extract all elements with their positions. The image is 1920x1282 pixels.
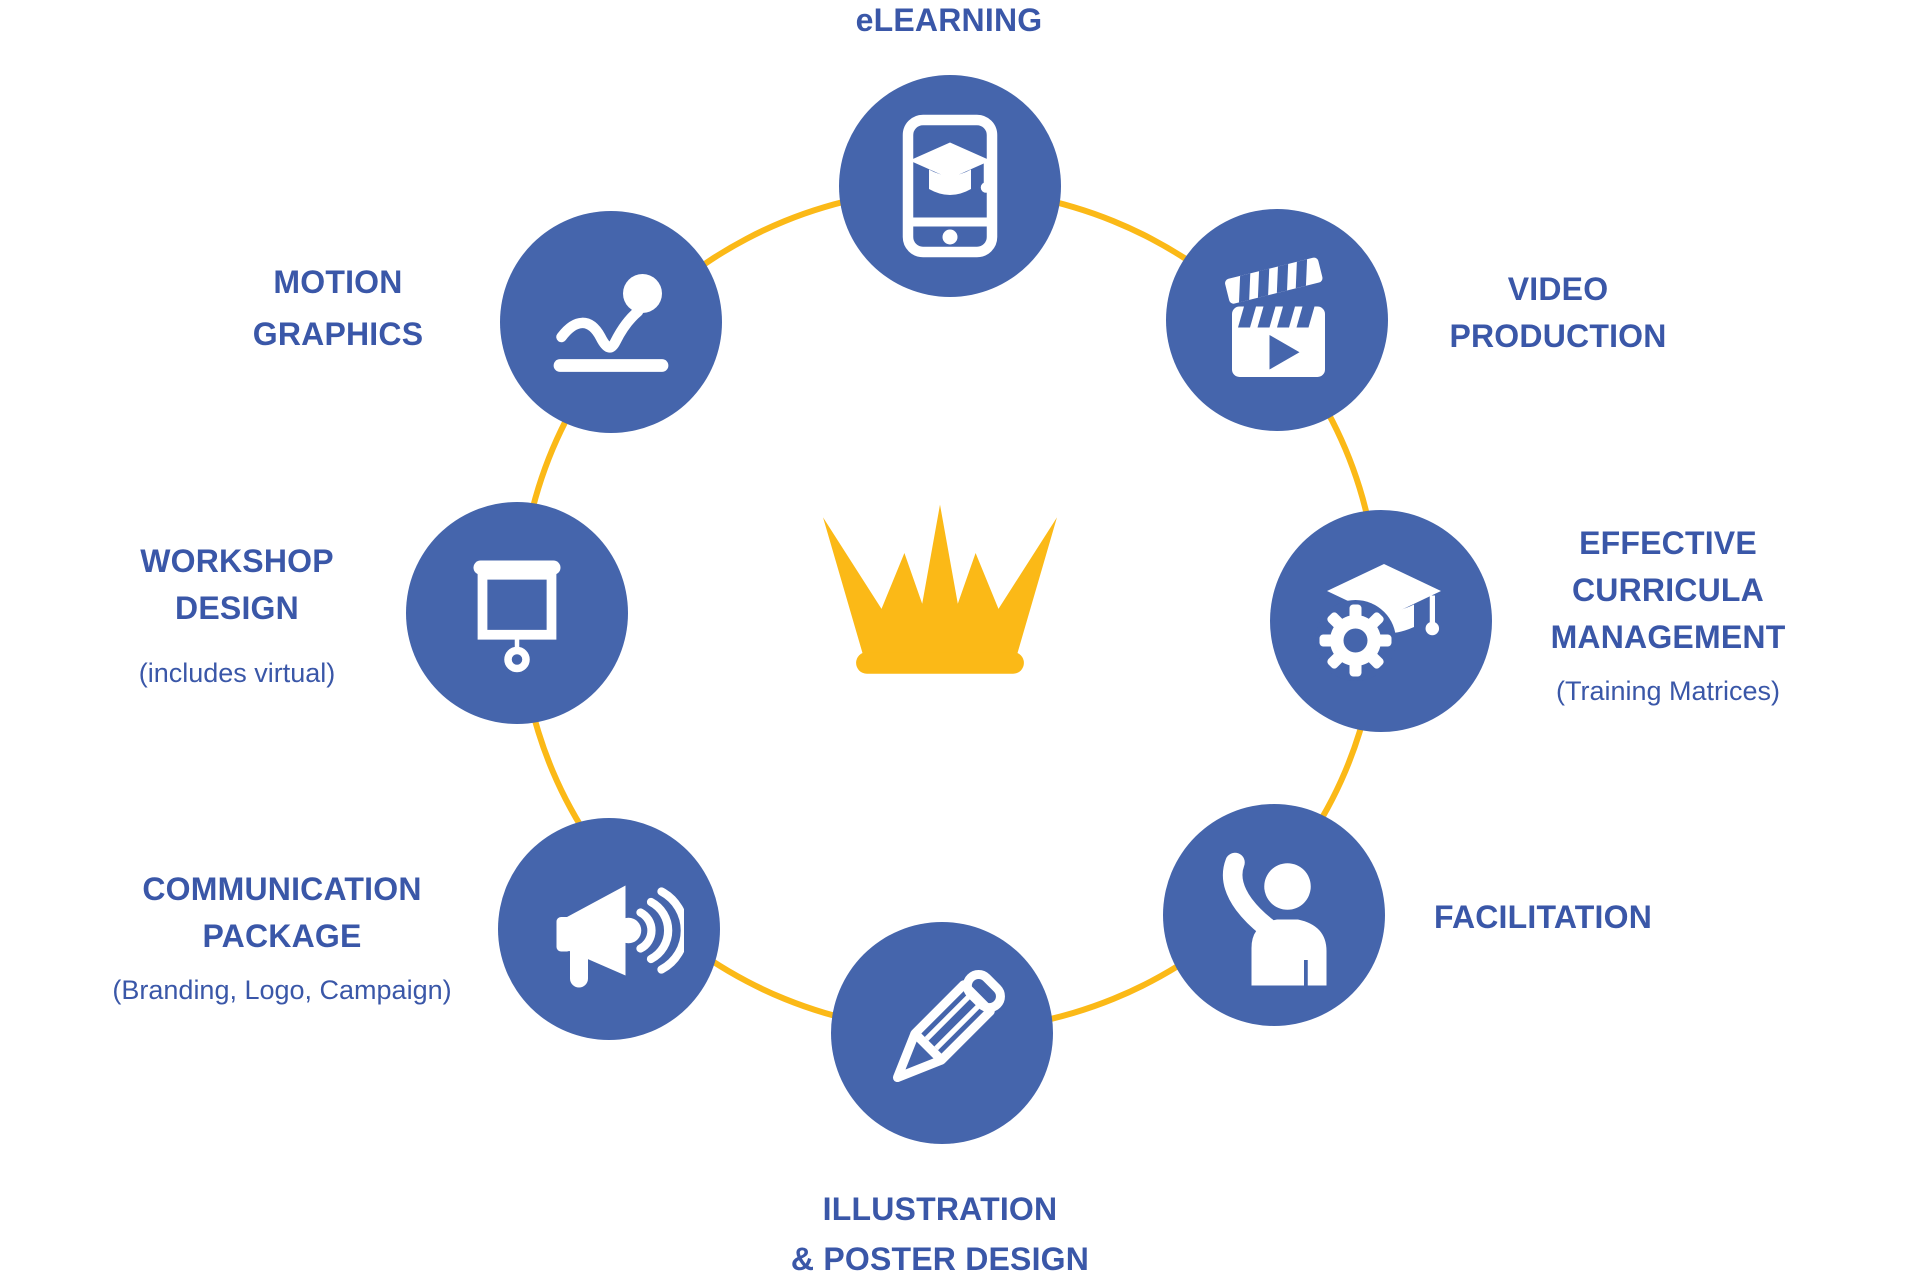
label-facilitation: FACILITATION <box>1434 894 1652 941</box>
label-line: VIDEO <box>1507 271 1609 307</box>
megaphone-icon <box>556 885 684 988</box>
node-motion-graphics <box>500 211 722 433</box>
label-line: COMMUNICATION <box>142 871 422 907</box>
label-line: EFFECTIVE <box>1579 525 1757 561</box>
label-line: CURRICULA <box>1571 572 1764 608</box>
graduation-gear-icon <box>1315 564 1441 681</box>
label-illustration-poster-design: ILLUSTRATION & POSTER DESIGN <box>791 1184 1089 1282</box>
crown-icon <box>809 497 1071 675</box>
label-sublabel: (Branding, Logo, Campaign) <box>112 975 452 1005</box>
node-curricula-management <box>1270 510 1492 732</box>
label-line: GRAPHICS <box>252 316 424 352</box>
label-communication-package: COMMUNICATION PACKAGE (Branding, Logo, C… <box>112 866 451 1007</box>
label-line: ILLUSTRATION <box>822 1191 1058 1227</box>
pencil-icon <box>892 970 1005 1083</box>
node-video-production <box>1166 209 1388 431</box>
label-line: FACILITATION <box>1433 899 1653 935</box>
label-line: PACKAGE <box>202 918 362 954</box>
label-line: MOTION <box>273 264 403 300</box>
clapperboard-icon <box>1225 257 1325 377</box>
label-motion-graphics: MOTION GRAPHICS <box>253 256 424 360</box>
person-raising-hand-icon <box>1223 852 1327 986</box>
label-curricula-management: EFFECTIVE CURRICULA MANAGEMENT (Training… <box>1551 520 1786 708</box>
label-elearning: eLEARNING <box>856 0 1043 44</box>
projector-screen-icon <box>473 560 561 673</box>
label-line: WORKSHOP <box>140 543 334 579</box>
label-sublabel: (includes virtual) <box>138 658 336 688</box>
node-facilitation <box>1163 804 1385 1026</box>
label-line: PRODUCTION <box>1449 318 1667 354</box>
label-sublabel: (Training Matrices) <box>1555 676 1781 706</box>
label-workshop-design: WORKSHOP DESIGN (includes virtual) <box>139 538 336 690</box>
node-workshop-design <box>406 502 628 724</box>
node-illustration-poster-design <box>831 922 1053 1144</box>
bouncing-ball-icon <box>553 274 669 372</box>
label-line: & POSTER DESIGN <box>790 1241 1090 1277</box>
label-line: DESIGN <box>175 590 299 626</box>
node-communication-package <box>498 818 720 1040</box>
label-line: eLEARNING <box>855 2 1043 38</box>
node-elearning <box>839 75 1061 297</box>
label-line: MANAGEMENT <box>1550 619 1786 655</box>
tablet-graduation-icon <box>902 114 998 258</box>
label-video-production: VIDEO PRODUCTION <box>1449 266 1666 360</box>
